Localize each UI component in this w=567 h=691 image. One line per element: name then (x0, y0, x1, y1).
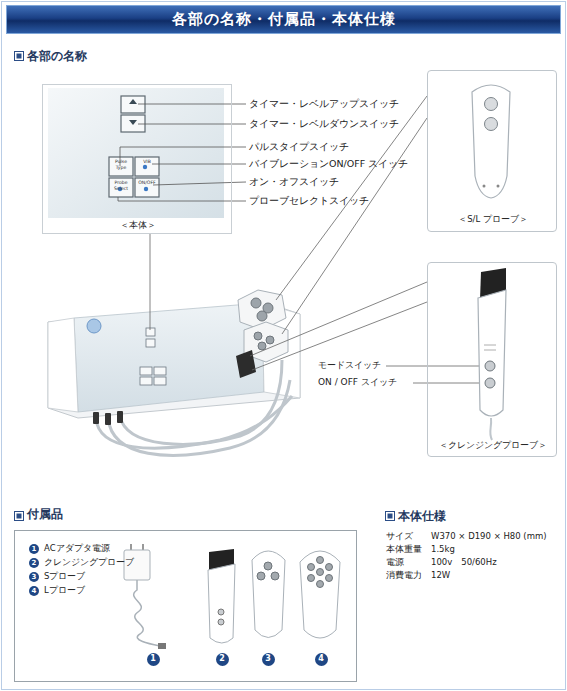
callout-number: 2 (29, 558, 39, 568)
cleansing-probe (478, 268, 506, 440)
part-label: パルスタイプスイッチ (249, 141, 349, 152)
callout-number: 4 (315, 653, 328, 666)
inset-fill (427, 262, 557, 457)
spec-cell: W370 × D190 × H80 (mm) (431, 531, 547, 541)
part-label: モードスイッチ (318, 360, 381, 371)
inset-fill (427, 70, 557, 232)
inset-fill (42, 84, 232, 234)
spec-cell: 電源 (386, 557, 404, 567)
spec-cell: 本体重量 (386, 544, 422, 554)
leader-line (118, 104, 246, 201)
button-text: Pulse Type (110, 159, 132, 170)
callout-number: 2 (216, 653, 229, 666)
list-item: ACアダプタ電源 (44, 543, 110, 553)
panel-photo (48, 88, 224, 218)
button-text: ON/OFF (136, 180, 158, 186)
l-probe (300, 551, 340, 638)
spec-cell: 12W (431, 570, 450, 580)
part-label: プローブセレクトスイッチ (249, 195, 369, 206)
callout-number: 3 (29, 572, 39, 582)
inset-caption: ＜本体＞ (43, 220, 233, 230)
part-label: バイブレーションON/OFF スイッチ (249, 158, 408, 169)
callout-number: 3 (262, 653, 275, 666)
inset-caption: ＜S/L プローブ＞ (428, 214, 558, 224)
title: 各部の名称・付属品・本体仕様 (7, 6, 560, 33)
accessory-box: 付属品ACアダプタ電源クレンジングプローブSプローブLプローブ (14, 530, 357, 682)
callout-number: 1 (29, 544, 39, 554)
list-item: Lプローブ (44, 585, 85, 595)
callout-number: 4 (29, 586, 39, 596)
part-label: タイマー・レベルアップスイッチ (249, 98, 399, 109)
section-heading: 付属品 (27, 507, 63, 521)
title-band: 各部の名称・付属品・本体仕様 (6, 5, 561, 34)
spec-cell: サイズ (386, 531, 413, 541)
part-label: ON / OFF スイッチ (318, 377, 397, 388)
spec-cell: 1.5kg (431, 544, 455, 554)
list-item: Sプローブ (44, 571, 85, 581)
spec-cell: 消費電力 (386, 570, 422, 580)
part-label: オン・オフスイッチ (249, 176, 339, 187)
device-body (48, 303, 300, 418)
cable-plug (93, 411, 123, 425)
sl-probe (472, 85, 510, 198)
probe-inset: ＜S/L プローブ＞ (427, 70, 557, 232)
button-text: Probe Select (110, 180, 132, 191)
s-probe (252, 551, 285, 638)
list-item: クレンジングプローブ (44, 557, 134, 567)
button-text: VIB (136, 159, 158, 165)
leader-line (150, 96, 486, 383)
cable (96, 360, 292, 455)
probe-holder (236, 290, 288, 378)
cleansing-probe-accessory (208, 549, 235, 643)
callout-number: 1 (147, 653, 160, 666)
inset-caption: ＜クレンジングプローブ＞ (428, 440, 558, 450)
section-heading: 本体仕様 (398, 509, 446, 523)
section-heading: 各部の名称 (27, 49, 87, 63)
part-label: タイマー・レベルダウンスイッチ (249, 118, 399, 129)
panel-inset: ＜本体＞ (42, 84, 232, 234)
spec-cell: 100v 50/60Hz (431, 557, 497, 567)
probe-inset: ＜クレンジングプローブ＞ (427, 262, 557, 457)
